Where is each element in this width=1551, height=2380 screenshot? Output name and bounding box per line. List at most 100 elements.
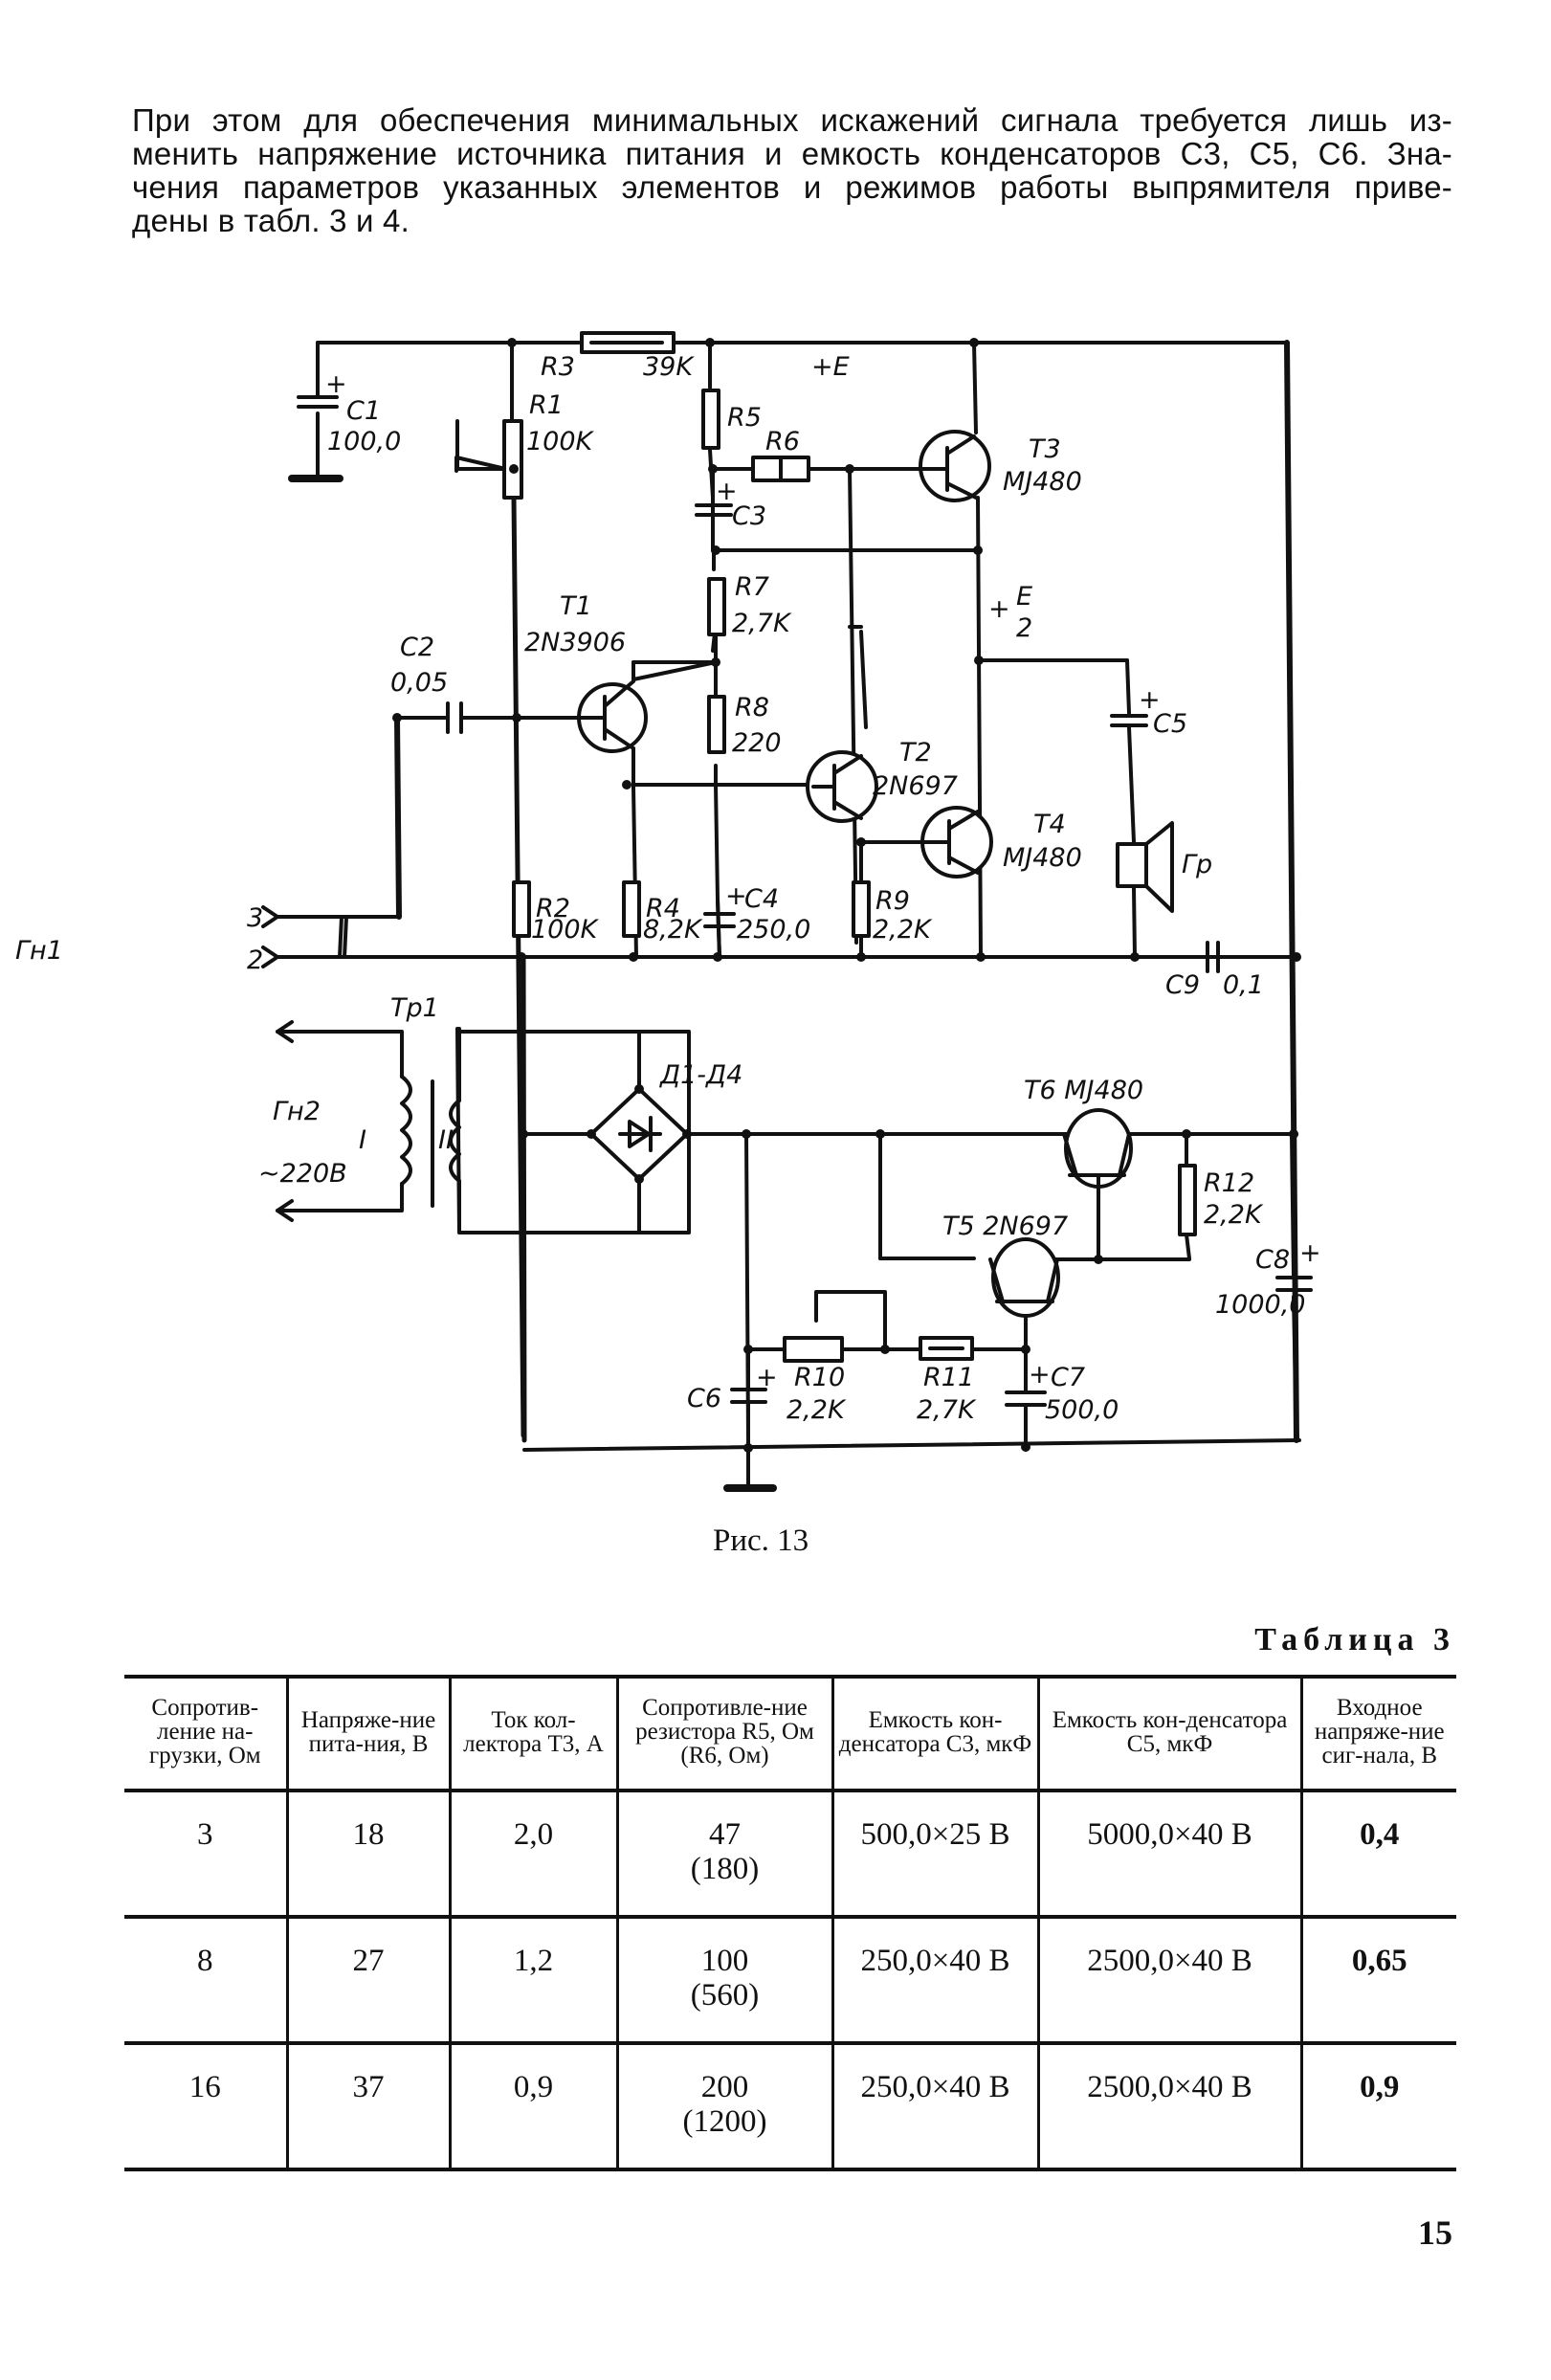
r6-value: (560) [690, 1978, 760, 2013]
label-r2: R2 [536, 894, 570, 923]
label-r9: R9 [875, 886, 910, 916]
cell-collector-current: 1,2 [448, 1917, 617, 2043]
cell-r5-r6: 47(180) [615, 1791, 832, 1917]
c5-capacitor [1110, 714, 1148, 727]
cell-supply-voltage: 27 [285, 1917, 450, 2043]
label-plus-e: +E [811, 352, 850, 382]
t3-transistor [919, 430, 991, 502]
plus-sign: + [716, 477, 738, 506]
table-row: 16 37 0,9 200(1200) 250,0×40 В 2500,0×40… [124, 2043, 1456, 2169]
c8-capacitor [1275, 1276, 1313, 1292]
cell-r5-r6: 100(560) [615, 1917, 832, 2043]
label-c9: C9 [1165, 970, 1200, 1000]
cell-supply-voltage: 37 [285, 2043, 450, 2169]
label-r9-value: 2,2K [873, 915, 933, 945]
cell-load-resistance: 16 [188, 2070, 221, 2104]
label-t3: T3 [1029, 434, 1061, 464]
cell-c5: 2500,0×40 В [1036, 1917, 1301, 2043]
label-t2-type: 2N697 [873, 771, 958, 801]
table-header-row: Сопротив-ление на-грузки, Ом Напряже-ние… [124, 1677, 1456, 1791]
label-half-e-den: 2 [1016, 613, 1032, 643]
r10-potentiometer [783, 1336, 844, 1363]
label-r10: R10 [794, 1363, 845, 1392]
label-pin-3: 3 [247, 903, 263, 933]
plus-sign: + [725, 881, 747, 911]
t4-transistor [917, 806, 993, 879]
t6-transistor [1062, 1108, 1133, 1193]
label-half-e-num: E [1016, 582, 1032, 612]
schematic-labels: + C1 100,0 R3 39K R1 100K +E R5 R6 + C3 … [15, 352, 1321, 1425]
plus-sign: + [325, 369, 347, 399]
c6-capacitor [730, 1388, 767, 1404]
label-c1: C1 [346, 396, 381, 426]
label-tr1: Тр1 [390, 993, 439, 1023]
cell-input-voltage: 0,4 [1299, 1791, 1456, 1917]
label-r6: R6 [765, 427, 800, 456]
label-r3: R3 [541, 352, 575, 382]
cell-c3: 250,0×40 В [831, 1917, 1038, 2043]
r8-resistor [707, 695, 726, 754]
c2-capacitor [446, 701, 463, 734]
plus-sign: + [1139, 685, 1161, 715]
speaker-icon [1116, 821, 1174, 913]
r1-potentiometer [502, 419, 523, 500]
c7-capacitor [1005, 1390, 1047, 1407]
label-c4-value: 250,0 [737, 915, 810, 945]
label-r2-value: 100K [531, 915, 600, 945]
input-jack-1[interactable] [261, 905, 279, 968]
r9-resistor [852, 880, 871, 938]
label-r4-value: 8,2K [643, 915, 703, 945]
column-header: Емкость кон-денсатора C3, мкФ [831, 1677, 1038, 1791]
label-c8: C8 [1255, 1245, 1290, 1275]
circuit-schematic: + C1 100,0 R3 39K R1 100K +E R5 R6 + C3 … [15, 331, 1321, 1492]
label-r1: R1 [529, 390, 564, 420]
column-header: Ток кол-лектора T3, А [448, 1677, 617, 1791]
transformer-tr1 [276, 1030, 461, 1232]
label-t1: T1 [560, 591, 592, 621]
label-r3-value: 39K [643, 352, 695, 382]
plus-sign: + [756, 1363, 778, 1392]
mains-plug-arrows[interactable] [276, 1020, 294, 1222]
label-winding-2: II [438, 1125, 454, 1155]
label-r11-value: 2,7K [917, 1395, 977, 1425]
r6-value: (1200) [682, 2104, 767, 2139]
paragraph-line: дены в табл. 3 и 4. [132, 203, 410, 238]
label-c5: C5 [1153, 709, 1187, 739]
column-header: Сопротивле-ние резистора R5, Ом (R6, Ом) [615, 1677, 832, 1791]
plus-sign: + [1299, 1238, 1321, 1268]
cell-load-resistance: 8 [197, 1944, 213, 1978]
label-t1-type: 2N3906 [524, 628, 626, 657]
page-number: 15 [1418, 2213, 1452, 2252]
r5-value: 100 [700, 1944, 749, 1978]
c1-capacitor [297, 395, 339, 409]
column-header: Напряже-ние пита-ния, В [285, 1677, 450, 1791]
label-pin-2: 2 [247, 945, 263, 975]
cell-collector-current: 2,0 [448, 1791, 617, 1917]
table-title: Таблица 3 [1254, 1622, 1455, 1657]
label-half-e-plus: + [988, 594, 1010, 624]
t5-transistor [988, 1237, 1060, 1318]
data-table: Сопротив-ление на-грузки, Ом Напряже-ние… [124, 1675, 1456, 2171]
column-header: Входное напряже-ние сиг-нала, В [1299, 1677, 1456, 1791]
paragraph-line: менить напряжение источника питания и ем… [132, 136, 1452, 171]
t2-transistor [806, 750, 878, 823]
label-t2: T2 [899, 738, 932, 767]
body-paragraph: При этом для обеспечения минимальных иск… [132, 103, 1452, 237]
paragraph-line: При этом для обеспечения минимальных иск… [132, 102, 1452, 138]
label-c7-value: 500,0 [1045, 1395, 1119, 1425]
table-row: 8 27 1,2 100(560) 250,0×40 В 2500,0×40 В… [124, 1917, 1456, 2043]
label-mains-voltage: ~220В [258, 1159, 347, 1189]
label-speaker: Гр [1182, 850, 1212, 879]
label-diodes: Д1-Д4 [659, 1060, 742, 1090]
label-r5: R5 [727, 403, 762, 433]
r2-resistor [512, 880, 531, 938]
r12-resistor [1178, 1164, 1197, 1236]
wires [276, 340, 1301, 1492]
cell-c3: 250,0×40 В [831, 2043, 1038, 2169]
r5-value: 47 [709, 1817, 741, 1852]
cell-supply-voltage: 18 [285, 1791, 450, 1917]
label-jack1: Гн1 [15, 936, 63, 966]
label-c6: C6 [687, 1384, 721, 1413]
label-c9-value: 0,1 [1223, 970, 1264, 1000]
r5-resistor [701, 389, 720, 450]
